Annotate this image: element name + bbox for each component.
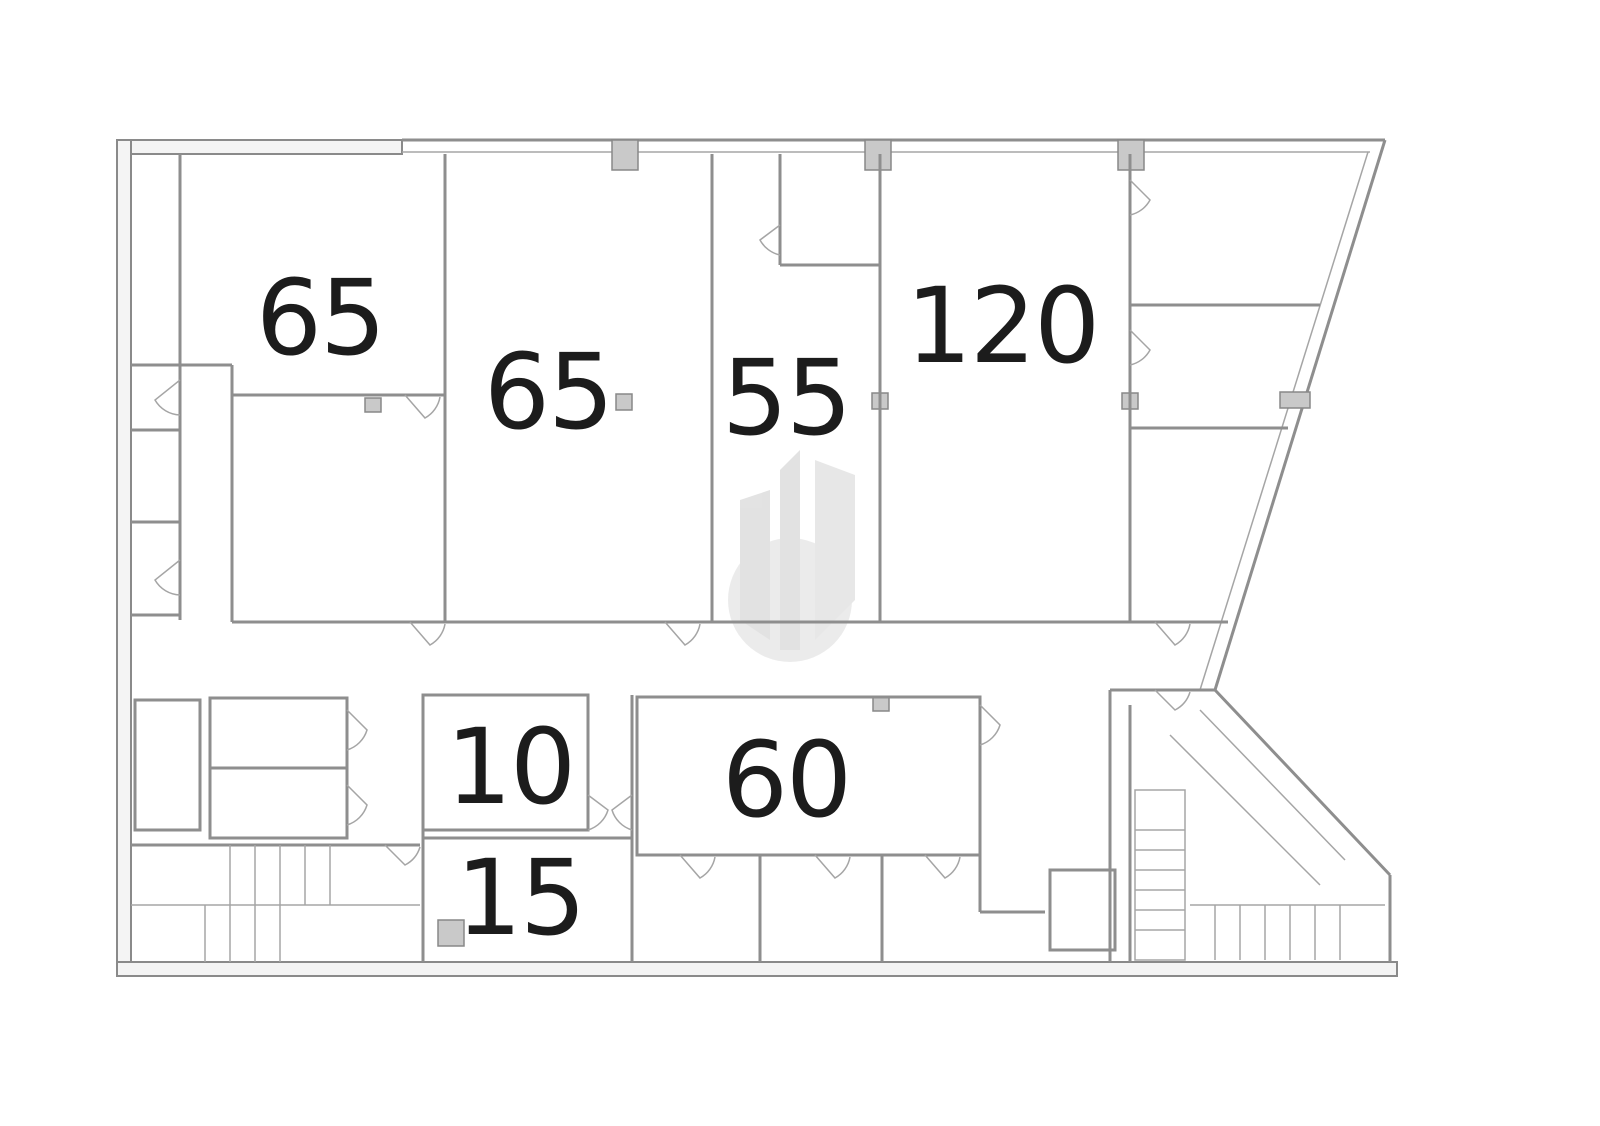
room-area-label: 10 (445, 706, 576, 828)
watermark-logo (728, 450, 855, 662)
stairs (131, 709, 1385, 962)
room-area-label: 15 (455, 837, 586, 959)
room-area-label: 65 (483, 331, 614, 453)
columns (364, 139, 1311, 947)
outer-walls (116, 138, 1398, 977)
interior-walls (131, 154, 1320, 962)
room-area-label: 120 (905, 265, 1101, 387)
room-area-label: 65 (255, 257, 386, 379)
doors (154, 179, 1191, 879)
room-area-label: 55 (721, 337, 852, 459)
room-area-label: 60 (721, 719, 852, 841)
